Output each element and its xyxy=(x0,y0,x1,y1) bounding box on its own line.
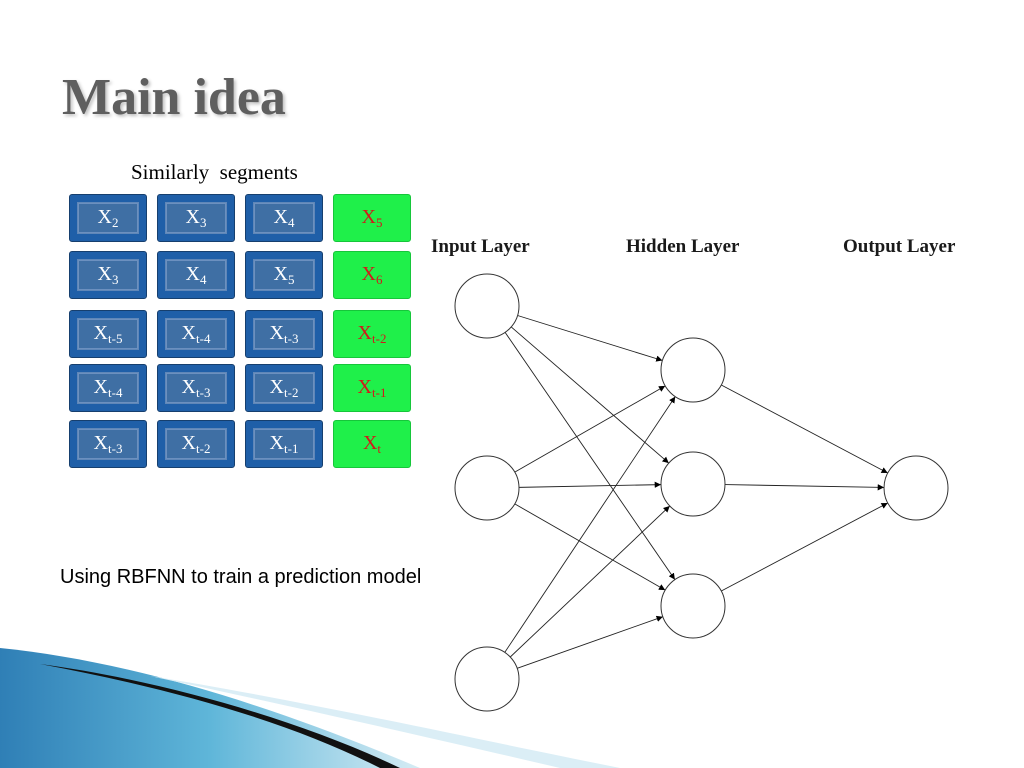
segment-value: Xt-4 xyxy=(93,375,123,400)
output-node xyxy=(883,455,949,521)
cell-inner-panel xyxy=(166,203,226,233)
segment-value: X2 xyxy=(97,205,119,230)
cell-inner-panel xyxy=(166,319,226,349)
input-hidden-connection xyxy=(514,503,666,591)
cell-inner-panel xyxy=(254,373,314,403)
input-segment-cell: X4 xyxy=(157,251,235,299)
input-hidden-connection xyxy=(510,326,670,464)
segment-value: Xt xyxy=(362,431,382,456)
input-hidden-connection xyxy=(504,332,676,580)
input-segment-cell: Xt-2 xyxy=(245,364,323,412)
input-hidden-connection xyxy=(517,615,663,669)
segment-value: X3 xyxy=(185,205,207,230)
output-layer-label: Output Layer xyxy=(843,236,956,257)
segments-label: Similarly segments xyxy=(131,160,298,184)
input-segment-cell: Xt-2 xyxy=(157,420,235,468)
cell-inner-panel xyxy=(166,373,226,403)
segment-value: Xt-1 xyxy=(269,431,299,456)
cell-inner-panel xyxy=(254,319,314,349)
input-segment-cell: Xt-1 xyxy=(245,420,323,468)
input-segment-cell: X5 xyxy=(245,251,323,299)
hidden-node xyxy=(660,451,726,517)
hidden-layer-label: Hidden Layer xyxy=(626,236,740,257)
cell-inner-panel xyxy=(254,429,314,459)
input-segment-cell: X3 xyxy=(69,251,147,299)
input-segment-cell: Xt-3 xyxy=(69,420,147,468)
segment-value: X6 xyxy=(361,262,383,287)
segment-value: X4 xyxy=(185,262,207,287)
input-segment-cell: Xt-4 xyxy=(157,310,235,358)
hidden-node xyxy=(660,573,726,639)
input-segment-cell: Xt-3 xyxy=(157,364,235,412)
cell-inner-panel xyxy=(254,260,314,290)
segment-value: X5 xyxy=(361,205,383,230)
input-hidden-connection xyxy=(509,505,671,658)
input-segment-cell: X3 xyxy=(157,194,235,242)
cell-inner-panel xyxy=(78,319,138,349)
target-segment-cell: Xt-2 xyxy=(333,310,411,358)
cell-inner-panel xyxy=(78,373,138,403)
input-hidden-connection xyxy=(517,315,663,362)
input-layer-label: Input Layer xyxy=(431,236,530,257)
cell-inner-panel xyxy=(78,429,138,459)
input-segment-cell: Xt-4 xyxy=(69,364,147,412)
input-hidden-connection xyxy=(514,385,666,473)
hidden-output-connection xyxy=(721,384,888,474)
segment-value: Xt-1 xyxy=(357,375,387,400)
hidden-output-connection xyxy=(724,484,885,491)
hidden-node xyxy=(660,337,726,403)
segment-value: Xt-3 xyxy=(181,375,211,400)
input-node xyxy=(454,273,520,339)
segment-value: X3 xyxy=(97,262,119,287)
input-segment-cell: X4 xyxy=(245,194,323,242)
input-segment-cell: Xt-3 xyxy=(245,310,323,358)
target-segment-cell: X6 xyxy=(333,251,411,299)
cell-inner-panel xyxy=(254,203,314,233)
segment-value: Xt-2 xyxy=(269,375,299,400)
input-node xyxy=(454,646,520,712)
input-node xyxy=(454,455,520,521)
cell-inner-panel xyxy=(78,203,138,233)
segment-value: X5 xyxy=(273,262,295,287)
segment-value: Xt-2 xyxy=(181,431,211,456)
segment-value: Xt-4 xyxy=(181,321,211,346)
cell-inner-panel xyxy=(166,260,226,290)
cell-inner-panel xyxy=(166,429,226,459)
segment-value: Xt-5 xyxy=(93,321,123,346)
hidden-output-connection xyxy=(721,502,888,592)
segment-value: Xt-2 xyxy=(357,321,387,346)
target-segment-cell: X5 xyxy=(333,194,411,242)
caption: Using RBFNN to train a prediction model xyxy=(60,566,422,588)
cell-inner-panel xyxy=(78,260,138,290)
target-segment-cell: Xt-1 xyxy=(333,364,411,412)
input-segment-cell: X2 xyxy=(69,194,147,242)
segment-value: Xt-3 xyxy=(93,431,123,456)
input-hidden-connection xyxy=(518,481,662,488)
segment-value: Xt-3 xyxy=(269,321,299,346)
target-segment-cell: Xt xyxy=(333,420,411,468)
segment-value: X4 xyxy=(273,205,295,230)
input-segment-cell: Xt-5 xyxy=(69,310,147,358)
input-hidden-connection xyxy=(504,396,676,653)
slide-title: Main idea xyxy=(62,69,286,126)
